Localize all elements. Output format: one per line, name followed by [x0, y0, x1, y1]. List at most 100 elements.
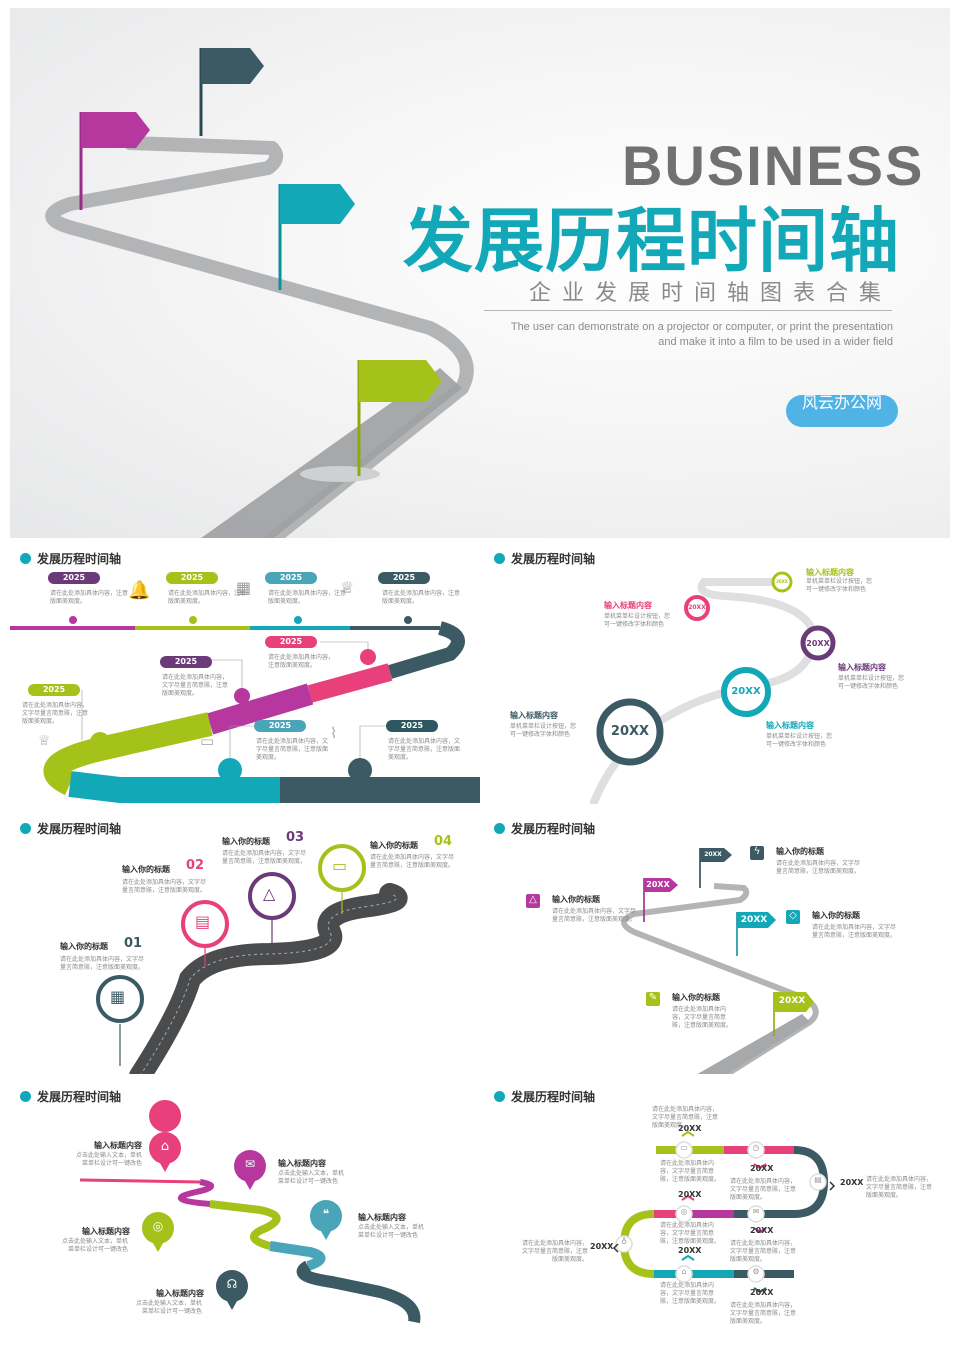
- hero-desc-line1: The user can demonstrate on a projector …: [510, 321, 893, 333]
- chart-icon: ▦: [236, 578, 252, 597]
- item-number: 03: [286, 830, 305, 845]
- item-desc: 请在此处添加具体内容，文字尽量言简意赅，注意版面美观度。: [730, 1240, 797, 1263]
- year-pill: 2025: [265, 636, 317, 648]
- item-desc: 点击此处输入文本，单机菜单栏设计可一键改色: [75, 1152, 142, 1167]
- hero-title: 发展历程时间轴: [403, 200, 900, 282]
- bell-icon: △: [529, 894, 537, 905]
- year-big: 20XX: [776, 579, 788, 584]
- slide-timeline-2: 发展历程时间轴 20XX 20XX 20XX 20XX 20XX 输入标题内容 …: [484, 544, 954, 804]
- hero-business-text: BUSINESS: [622, 134, 925, 197]
- item-heading: 输入标题内容: [838, 663, 886, 672]
- bell-icon: △: [263, 884, 276, 903]
- trophy-icon: ♕: [340, 578, 355, 597]
- mail-icon: ✉: [752, 1207, 760, 1216]
- item-desc: 单机菜单栏设计按钮，您可一键修改字体和颜色: [766, 733, 833, 748]
- year-label: 20XX: [750, 1288, 774, 1297]
- year-pill: 2025: [254, 720, 306, 732]
- lime-flag-icon: [359, 360, 442, 402]
- item-desc: 请在此处添加具体内容，文字尽量言简意赅，注意版面美观度。: [660, 1222, 721, 1245]
- s1-road: [10, 616, 480, 803]
- hero-badge[interactable]: 风云办公网: [786, 395, 898, 427]
- item-number: 02: [186, 858, 205, 873]
- item-desc: 请在此处添加具体内容，文字尽量言简意赅，注意版面美观度。: [22, 702, 89, 725]
- item-desc: 点击此处输入文本，单机菜单栏设计可一键改色: [358, 1224, 425, 1239]
- item-desc: 请在此处添加具体内容，文字尽量言简意赅，注意版面美观度。: [521, 1240, 588, 1263]
- s5-road: [79, 1100, 421, 1324]
- gear-icon: ⚙: [752, 1267, 760, 1276]
- year-big: 20XX: [731, 686, 761, 697]
- item-desc: 请在此处添加具体内容，文字尽量言简意赅，注意版面美观度。: [730, 1178, 797, 1201]
- slide-timeline-4: 发展历程时间轴 20XX 20XX 20XX 20XX ϟ △ ◇ ✎ 输入你的…: [484, 814, 954, 1074]
- home-icon: ⌂: [681, 1267, 687, 1276]
- year-label: 20XX: [678, 1190, 702, 1199]
- item-desc: 点击此处输入文本，单机菜单栏设计可一键改色: [135, 1300, 202, 1315]
- item-heading: 输入你的标题: [122, 865, 170, 874]
- year-pill: 2025: [28, 684, 80, 696]
- year-big: 20XX: [610, 724, 650, 739]
- bell-icon: 🔔: [128, 580, 151, 601]
- item-desc: 请在此处添加具体内容，文字尽量言简意赅，注意版面美观度。: [672, 1006, 733, 1029]
- headset-icon: ☊: [226, 1277, 238, 1291]
- year-big: 20XX: [688, 604, 706, 611]
- purple-flag-icon: [81, 112, 150, 148]
- s3-road: [96, 844, 408, 1074]
- s6-road: [612, 1130, 836, 1294]
- year-pill: 2025: [48, 572, 100, 584]
- monitor-icon: ▭: [680, 1143, 688, 1152]
- year-pill: 2025: [265, 572, 317, 584]
- monitor-icon: ▭: [200, 732, 215, 750]
- item-heading: 输入标题内容: [156, 1289, 204, 1298]
- slide-timeline-3: 发展历程时间轴 ▦ ▤ △ ▭ 输入你的标题 01 请在此处添加具体内容，文字尽…: [10, 814, 480, 1074]
- mail-icon: ✉: [244, 1157, 256, 1171]
- hero-desc-line2: and make it into a film to be used in a …: [658, 336, 893, 348]
- teal-flag-icon: [280, 184, 355, 224]
- year-label: 20XX: [590, 1242, 614, 1251]
- item-desc: 单机菜单栏设计按钮，您可一键修改字体和颜色: [510, 723, 577, 738]
- item-desc: 请在此处添加具体内容，注意版面美观度。: [168, 590, 247, 605]
- title-dot-icon: [494, 553, 505, 564]
- item-heading: 输入你的标题: [60, 942, 108, 951]
- item-desc: 请在此处添加具体内容，文字尽量言简意赅，注意版面美观度。: [122, 879, 207, 894]
- year-label: 20XX: [678, 1246, 702, 1255]
- item-number: 01: [124, 936, 143, 951]
- item-heading: 输入你的标题: [812, 911, 860, 920]
- dark-flag-icon: [201, 48, 264, 84]
- s4-road: [526, 846, 819, 1074]
- slide-title: 发展历程时间轴: [494, 1088, 595, 1105]
- item-desc: 单机菜单栏设计按钮，您可一键修改字体和颜色: [604, 613, 671, 628]
- year-label: 20XX: [678, 1124, 702, 1133]
- chat-icon: ❝: [322, 1207, 330, 1221]
- edit-icon: ✎: [648, 992, 658, 1003]
- target-icon: ◎: [680, 1207, 688, 1216]
- slide-title: 发展历程时间轴: [494, 820, 595, 837]
- item-heading: 输入标题内容: [82, 1227, 130, 1236]
- year-pill: 2025: [378, 572, 430, 584]
- chart-icon: ▦: [110, 987, 126, 1006]
- item-desc: 请在此处添加具体内容，文字尽量言简意赅，注意版面美观度。: [660, 1160, 721, 1183]
- item-desc: 请在此处添加具体内容，文字尽量言简意赅，注意版面美观度。: [552, 908, 637, 923]
- flag-label: 20XX: [646, 880, 670, 889]
- title-dot-icon: [494, 1091, 505, 1102]
- item-desc: 请在此处添加具体内容，文字尽量言简意赅，注意版面美观度。: [730, 1302, 797, 1325]
- slide-timeline-1: 发展历程时间轴 2025 2025 2025 2025 请在此处添加具体内容，注…: [10, 544, 480, 804]
- item-heading: 输入标题内容: [806, 568, 854, 577]
- item-heading: 输入标题内容: [510, 711, 558, 720]
- s2-road: [590, 571, 836, 804]
- slide-title: 发展历程时间轴: [20, 1088, 121, 1105]
- item-desc: 请在此处添加具体内容，文字尽量言简意赅，注意版面美观度。: [776, 860, 861, 875]
- title-dot-icon: [494, 823, 505, 834]
- title-dot-icon: [20, 823, 31, 834]
- item-desc: 请在此处添加具体内容，文字尽量言简意赅，注意版面美观度。: [162, 674, 229, 697]
- item-desc: 请在此处添加具体内容，注意版面美观度。: [268, 654, 335, 669]
- lightning-icon: ϟ: [753, 846, 761, 857]
- item-heading: 输入标题内容: [94, 1141, 142, 1150]
- item-desc: 请在此处添加具体内容，文字尽量言简意赅，注意版面美观度。: [866, 1176, 933, 1199]
- hero-road-illustration: [45, 48, 474, 538]
- slide-timeline-6: 发展历程时间轴 ▭ ◷ ▤ ◎ ✉ ♁ ⌂ ⚙ 20XX 请在此处添加具体内容，…: [484, 1082, 954, 1342]
- item-desc: 请在此处添加具体内容，文字尽量言简意赅，注意版面美观度。: [370, 854, 455, 869]
- item-heading: 输入标题内容: [278, 1159, 326, 1168]
- item-desc: 请在此处添加具体内容，文字尽量言简意赅，注意版面美观度。: [222, 850, 307, 865]
- year-label: 20XX: [750, 1164, 774, 1173]
- target-icon: ◎: [152, 1219, 164, 1233]
- year-label: 20XX: [750, 1226, 774, 1235]
